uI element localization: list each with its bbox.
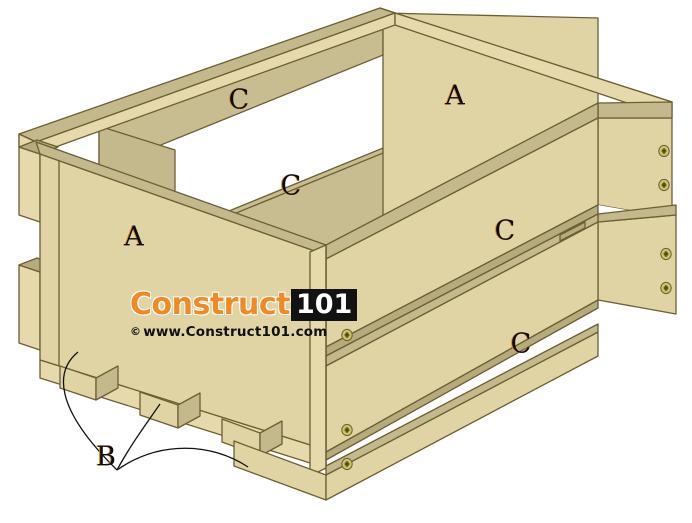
right-end-board-upper (597, 117, 673, 219)
leader-line-2 (116, 403, 161, 471)
label-c-front-upper: C (495, 216, 516, 247)
left-slat-end-upper (18, 146, 41, 223)
bottom-front-board-top-edge (325, 323, 599, 476)
label-c-front-lower: C (511, 329, 532, 360)
leg-cleat-2-side (177, 392, 201, 429)
right-end-board-lower (597, 214, 677, 315)
label-b-legs: B (96, 442, 116, 473)
leg-cleat-3-side (259, 420, 283, 457)
bottom-legs-group (59, 323, 599, 501)
part-labels-group: C C A A C C A A C C C C B B (95, 81, 531, 473)
side-slats-front-right (309, 102, 599, 477)
label-b-legs-fringe: B (95, 442, 115, 473)
screw-icon (658, 178, 670, 192)
leg-cleat-1-side (95, 365, 119, 401)
interior-back-gap (175, 112, 383, 232)
leader-lines-b (62, 351, 249, 471)
label-c-back-top: C (229, 85, 250, 116)
front-corner-post (309, 244, 327, 477)
screw-icon (341, 457, 353, 471)
end-panel-right (597, 101, 677, 315)
screw-icon (341, 328, 353, 342)
screw-icon (341, 294, 353, 308)
label-a-right-end: A (444, 81, 465, 112)
left-slat-end-lower (18, 264, 41, 351)
crate-top-rim (18, 7, 673, 155)
front-slat-notch (559, 221, 586, 242)
screw-icon (660, 247, 672, 261)
label-a-front-end: A (123, 222, 144, 253)
leader-line-3 (116, 447, 249, 471)
label-c-back-lower: C (281, 171, 302, 202)
label-a-right-end-fringe: A (443, 81, 464, 112)
label-c-front-upper-fringe: C (494, 216, 515, 247)
label-a-front-end-fringe: A (122, 222, 143, 253)
label-c-back-lower-fringe: C (280, 171, 301, 202)
screw-icon (660, 281, 672, 295)
screw-icon (658, 144, 670, 158)
leader-line-1 (62, 351, 118, 471)
right-end-board-upper-topedge (597, 101, 673, 119)
screw-icon (341, 423, 353, 437)
label-c-front-lower-fringe: C (510, 329, 531, 360)
label-c-back-top-fringe: C (228, 85, 249, 116)
